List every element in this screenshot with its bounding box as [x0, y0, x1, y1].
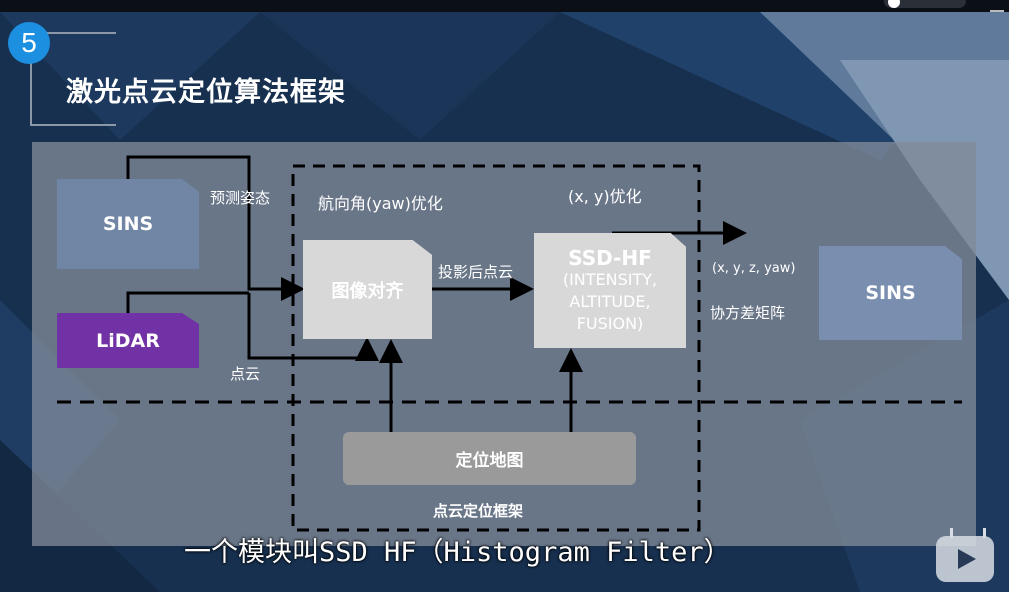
ssd-hf-line-2: ALTITUDE, [569, 291, 651, 311]
predict-pose-label: 预测姿态 [210, 189, 271, 207]
progress-toggle[interactable] [884, 0, 966, 8]
toggle-knob [888, 0, 900, 8]
yaw-optimization-label: 航向角(yaw)优化 [318, 194, 443, 213]
sins-input-node: SINS [57, 179, 199, 269]
ssd-hf-node: SSD-HF (INTENSITY, ALTITUDE, FUSION) [534, 233, 686, 348]
player-top-bar [0, 0, 1009, 12]
sins-to-align-line [126, 155, 305, 301]
xy-optimization-label: (x, y)优化 [568, 187, 642, 206]
slide-number-badge: 5 [8, 22, 50, 64]
tv-logo-antenna [950, 528, 986, 538]
ssd-hf-line-3: FUSION) [576, 313, 644, 333]
lidar-node: LiDAR [57, 313, 199, 368]
localization-map-node: 定位地图 [343, 432, 636, 485]
ssd-hf-title: SSD-HF [568, 245, 652, 270]
covariance-label: 协方差矩阵 [710, 304, 786, 322]
cloud-to-align-line [247, 293, 379, 361]
framework-dashed-box [291, 164, 701, 532]
image-align-node: 图像对齐 [303, 240, 432, 339]
projected-cloud-label: 投影后点云 [438, 263, 514, 281]
lidar-to-cloud-line [126, 291, 249, 313]
framework-label: 点云定位框架 [433, 502, 524, 520]
slide-title: 激光点云定位算法框架 [66, 77, 346, 108]
output-state-label: (x, y, z, yaw) [712, 261, 796, 276]
video-subtitle: 一个模块叫SSD HF（Histogram Filter） [184, 537, 731, 568]
sins-output-node: SINS [819, 246, 962, 340]
tv-play-icon[interactable] [936, 536, 994, 582]
title-frame-decoration [30, 32, 116, 126]
point-cloud-label: 点云 [230, 365, 261, 383]
ssd-hf-line-1: (INTENSITY, [562, 269, 658, 289]
menu-icon[interactable] [990, 0, 1004, 12]
